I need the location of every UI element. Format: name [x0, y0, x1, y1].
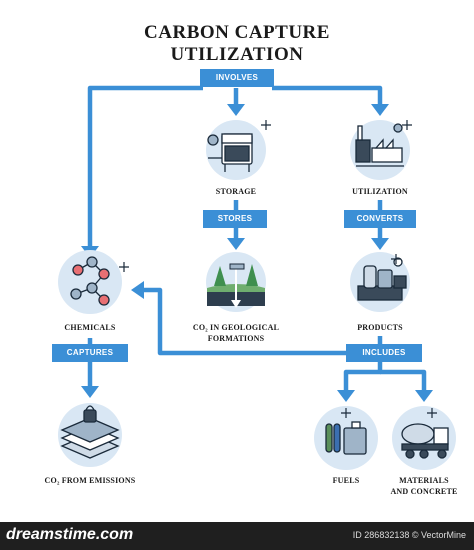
connector-involves-chemicals [87, 85, 203, 248]
connector-includes-fuels [343, 362, 383, 392]
arrowhead-utilization [371, 104, 389, 116]
connector-includes-materials [380, 369, 427, 392]
involves-pill: INVOLVES [200, 69, 274, 87]
geological-formation-icon [207, 263, 265, 308]
materials-label-line2: AND CONCRETE [390, 487, 458, 496]
fuel-canister-icon [325, 421, 367, 455]
arrowhead-products [371, 238, 389, 250]
chemicals-label: CHEMICALS [64, 323, 116, 332]
arrowhead-chemicals-left [131, 281, 144, 299]
converts-pill: CONVERTS [344, 210, 416, 228]
factory-icon [355, 123, 404, 167]
diagram-title-line1: CARBON CAPTURE [144, 22, 330, 43]
watermark-site: dreamstime.com [6, 526, 134, 543]
arrowhead-fuels [337, 390, 355, 402]
diagram-title-line2: UTILIZATION [170, 44, 304, 65]
includes-pill: INCLUDES [346, 344, 422, 362]
concrete-mixer-truck-icon [401, 423, 449, 459]
arrowhead-geological [227, 238, 245, 250]
connector-involves-utilization [272, 85, 383, 106]
storage-label: STORAGE [215, 187, 257, 196]
arrowhead-emissions [81, 386, 99, 398]
products-icon [357, 257, 407, 301]
emissions-label: CO₂ FROM EMISSIONS [44, 476, 136, 485]
storage-tank-icon [207, 133, 253, 172]
watermark-footer: dreamstime.com ID 286832138 © VectorMine [0, 522, 474, 550]
captures-pill: CAPTURES [52, 344, 128, 362]
arrowhead-materials [415, 390, 433, 402]
utilization-label: UTILIZATION [352, 187, 408, 196]
geological-label-line1: CO₂ IN GEOLOGICAL [192, 323, 280, 332]
sparkle-icons [119, 120, 437, 418]
stores-pill: STORES [203, 210, 267, 228]
products-label: PRODUCTS [357, 323, 403, 332]
connector-includes-chemicals [142, 287, 347, 356]
materials-label-line1: MATERIALS [399, 476, 449, 485]
molecule-icon [70, 256, 110, 306]
fuels-label: FUELS [332, 476, 360, 485]
geological-label-line2: FORMATIONS [207, 334, 265, 343]
watermark-id: ID 286832138 © VectorMine [352, 530, 466, 540]
arrowhead-storage [227, 104, 245, 116]
filter-layers-icon [60, 405, 120, 459]
